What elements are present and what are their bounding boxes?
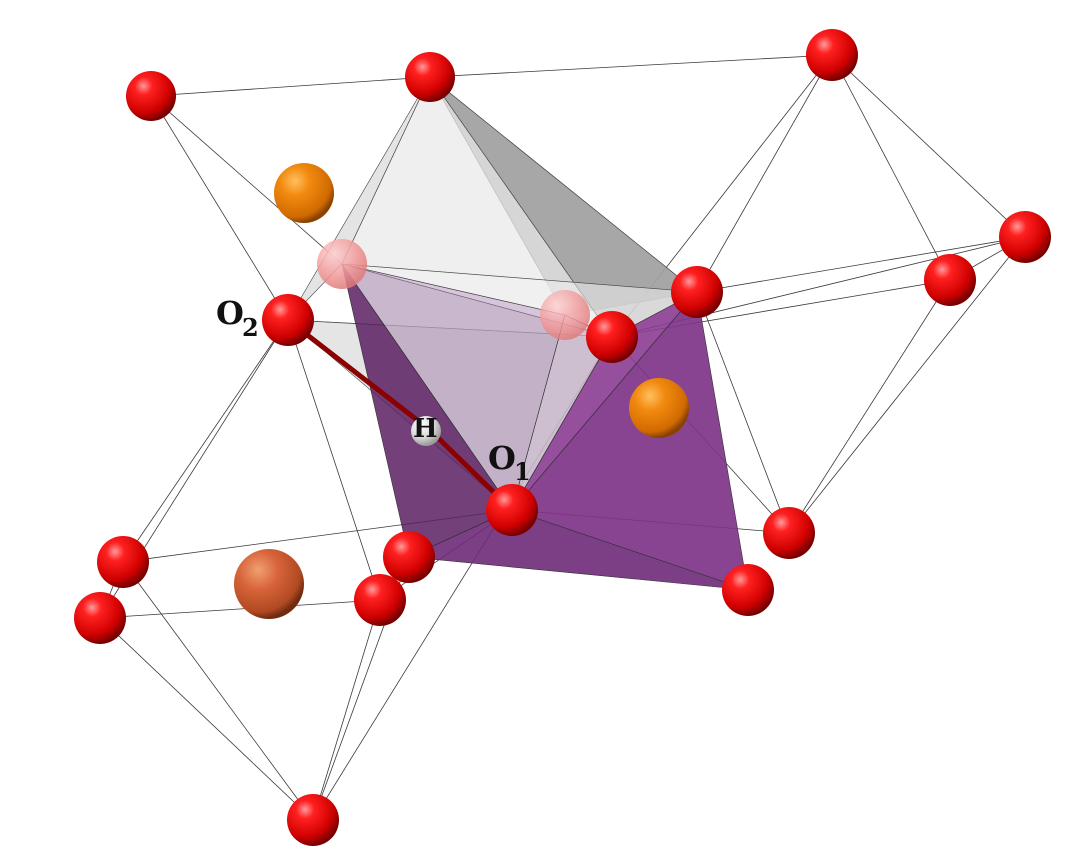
oxygen-atom <box>383 531 435 583</box>
metal-atom-orange-right <box>629 378 689 438</box>
metal-atom-orange-upper <box>274 163 334 223</box>
label-o2: O 2 <box>216 294 259 342</box>
label-o1: O 1 <box>488 439 531 486</box>
oxygen-atoms <box>74 29 1051 846</box>
oxygen-atom-faint-1 <box>317 239 367 289</box>
label-o1-letter: O <box>488 439 516 477</box>
oxygen-atom <box>722 564 774 616</box>
oxygen-atom <box>586 311 638 363</box>
oxygen-atom <box>287 794 339 846</box>
hydrogen-atom <box>411 416 441 446</box>
oxygen-atom <box>806 29 858 81</box>
metal-atom-copper <box>234 549 304 619</box>
oxygen-atom <box>763 507 815 559</box>
oxygen-atom <box>671 266 723 318</box>
oxygen-atom-faint-2 <box>540 290 590 340</box>
oxygen-atom <box>354 574 406 626</box>
oxygen-atom <box>126 71 176 121</box>
oxygen-atom <box>405 52 455 102</box>
label-h: H <box>413 414 438 444</box>
oxygen-atom-o2 <box>262 294 314 346</box>
label-o2-letter: O <box>216 294 244 332</box>
oxygen-atom <box>924 254 976 306</box>
label-o1-subscript: 1 <box>514 457 531 486</box>
oxygen-atom <box>999 211 1051 263</box>
label-o2-subscript: 2 <box>242 313 259 342</box>
oxygen-atom-o1 <box>486 484 538 536</box>
purple-polyhedron <box>341 263 749 591</box>
oxygen-atom <box>97 536 149 588</box>
oxygen-atom <box>74 592 126 644</box>
